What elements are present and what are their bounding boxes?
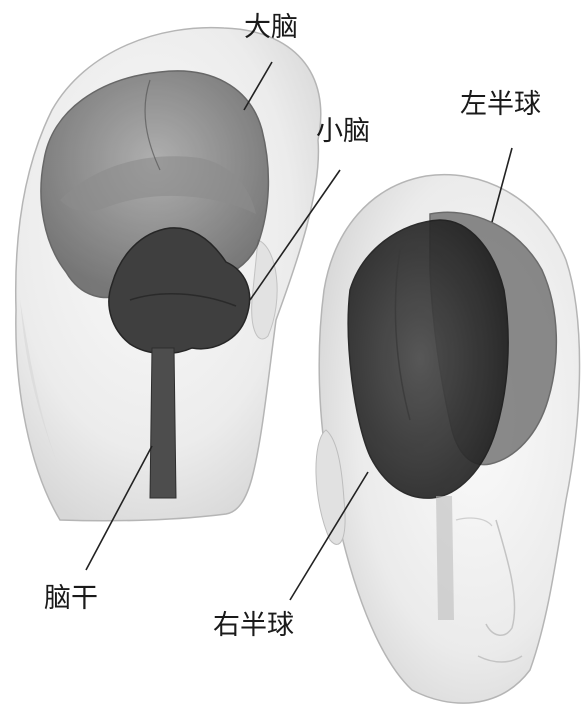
- label-right-hemisphere: 右半球: [213, 612, 294, 639]
- label-brainstem: 脑干: [44, 585, 98, 612]
- label-cerebellum: 小脑: [316, 118, 370, 145]
- label-left-hemisphere: 左半球: [460, 91, 541, 118]
- right-hemisphere-shape: [348, 220, 508, 498]
- label-cerebrum: 大脑: [244, 14, 298, 41]
- front-brainstem-shape: [436, 496, 454, 620]
- head-front-view: [316, 175, 580, 703]
- head-back-view: [16, 28, 321, 521]
- brainstem-shape: [150, 348, 176, 498]
